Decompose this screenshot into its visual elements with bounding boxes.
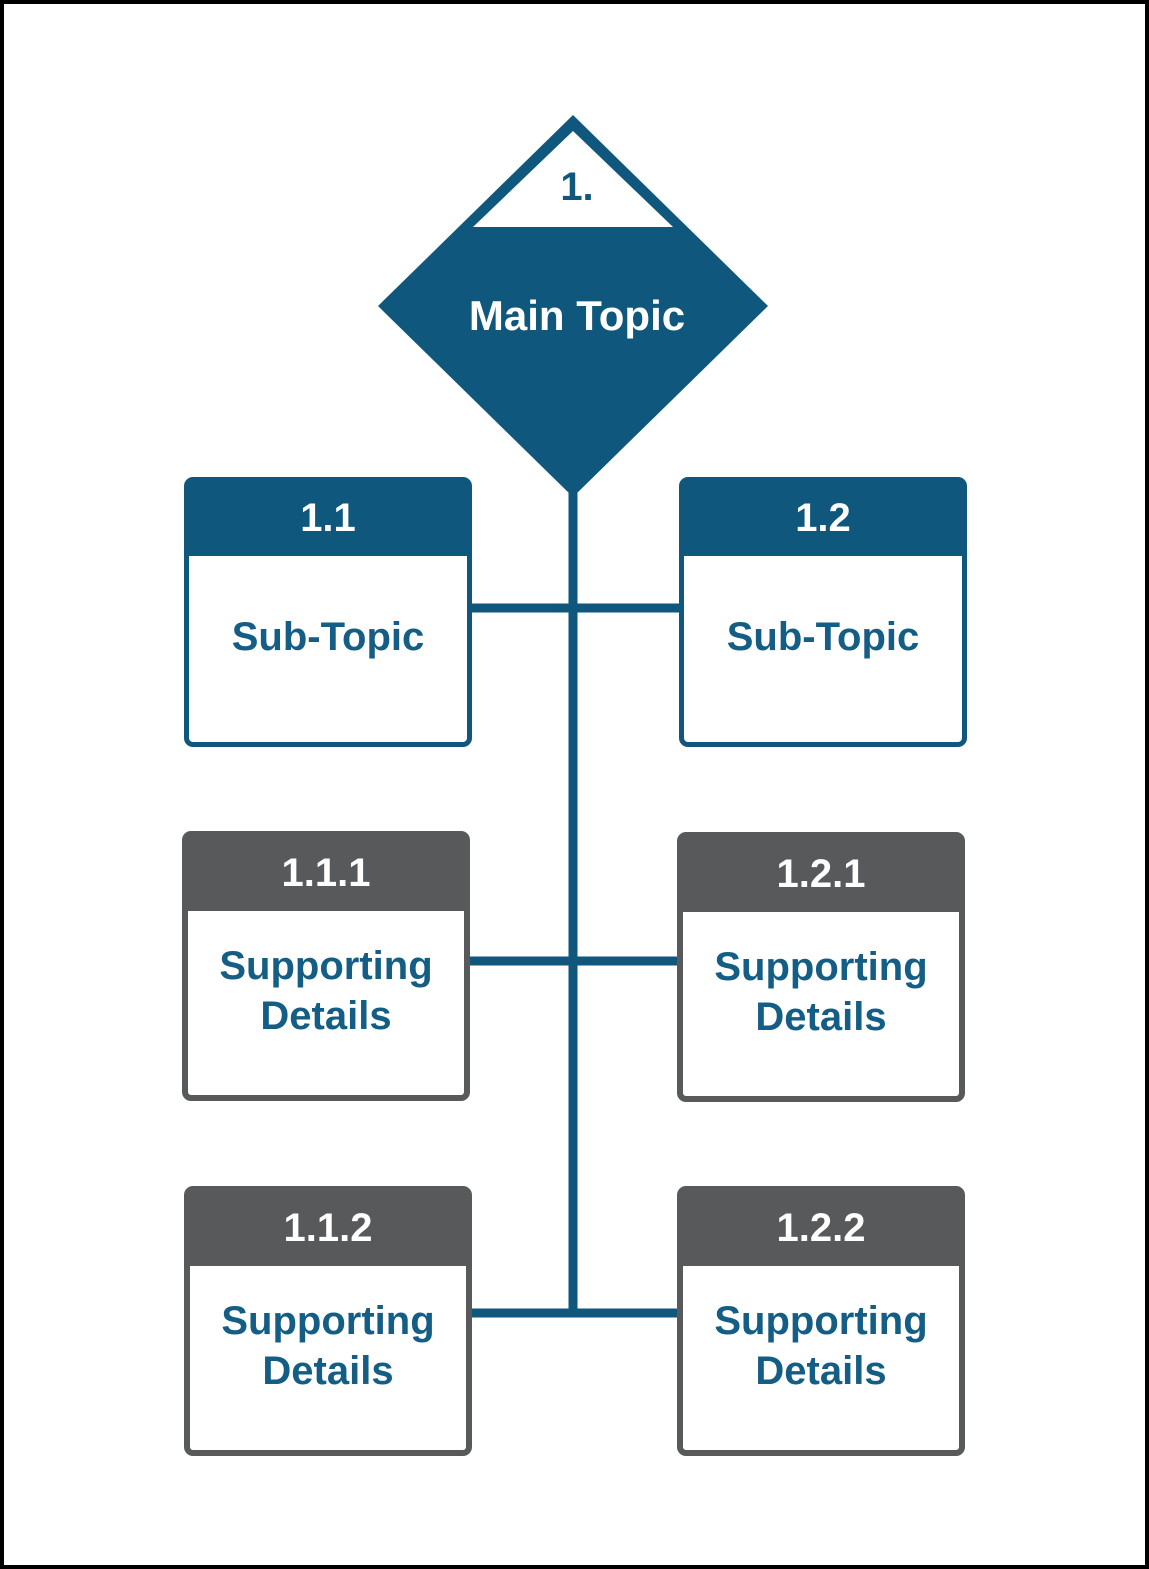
node-supporting-1-1-1: 1.1.1 Supporting Details — [182, 831, 470, 1101]
node-supporting-1-1-2: 1.1.2 Supporting Details — [184, 1186, 472, 1456]
node-sub-topic-1-2: 1.2 Sub-Topic — [679, 477, 967, 747]
node-supporting-1-2-1: 1.2.1 Supporting Details — [677, 832, 965, 1102]
node-label: Supporting Details — [219, 944, 433, 1038]
node-header-number: 1.2.1 — [682, 837, 960, 912]
node-header-number: 1.2.2 — [682, 1191, 960, 1266]
main-topic-label: Main Topic — [468, 292, 686, 339]
main-topic-diamond — [378, 115, 768, 497]
node-header-number: 1.1.2 — [189, 1191, 467, 1266]
node-header-number: 1.2 — [683, 481, 963, 556]
node-label: Supporting Details — [714, 945, 928, 1039]
node-label: Supporting Details — [714, 1299, 928, 1393]
node-label: Sub-Topic — [231, 615, 425, 659]
node-label: Supporting Details — [221, 1299, 435, 1393]
node-label: Sub-Topic — [726, 615, 920, 659]
node-supporting-1-2-2: 1.2.2 Supporting Details — [677, 1186, 965, 1456]
main-topic-number: 1. — [560, 165, 594, 209]
node-header-number: 1.1.1 — [187, 836, 465, 911]
diamond-number-panel — [473, 131, 673, 227]
node-sub-topic-1-1: 1.1 Sub-Topic — [184, 477, 472, 747]
node-header-number: 1.1 — [188, 481, 468, 556]
